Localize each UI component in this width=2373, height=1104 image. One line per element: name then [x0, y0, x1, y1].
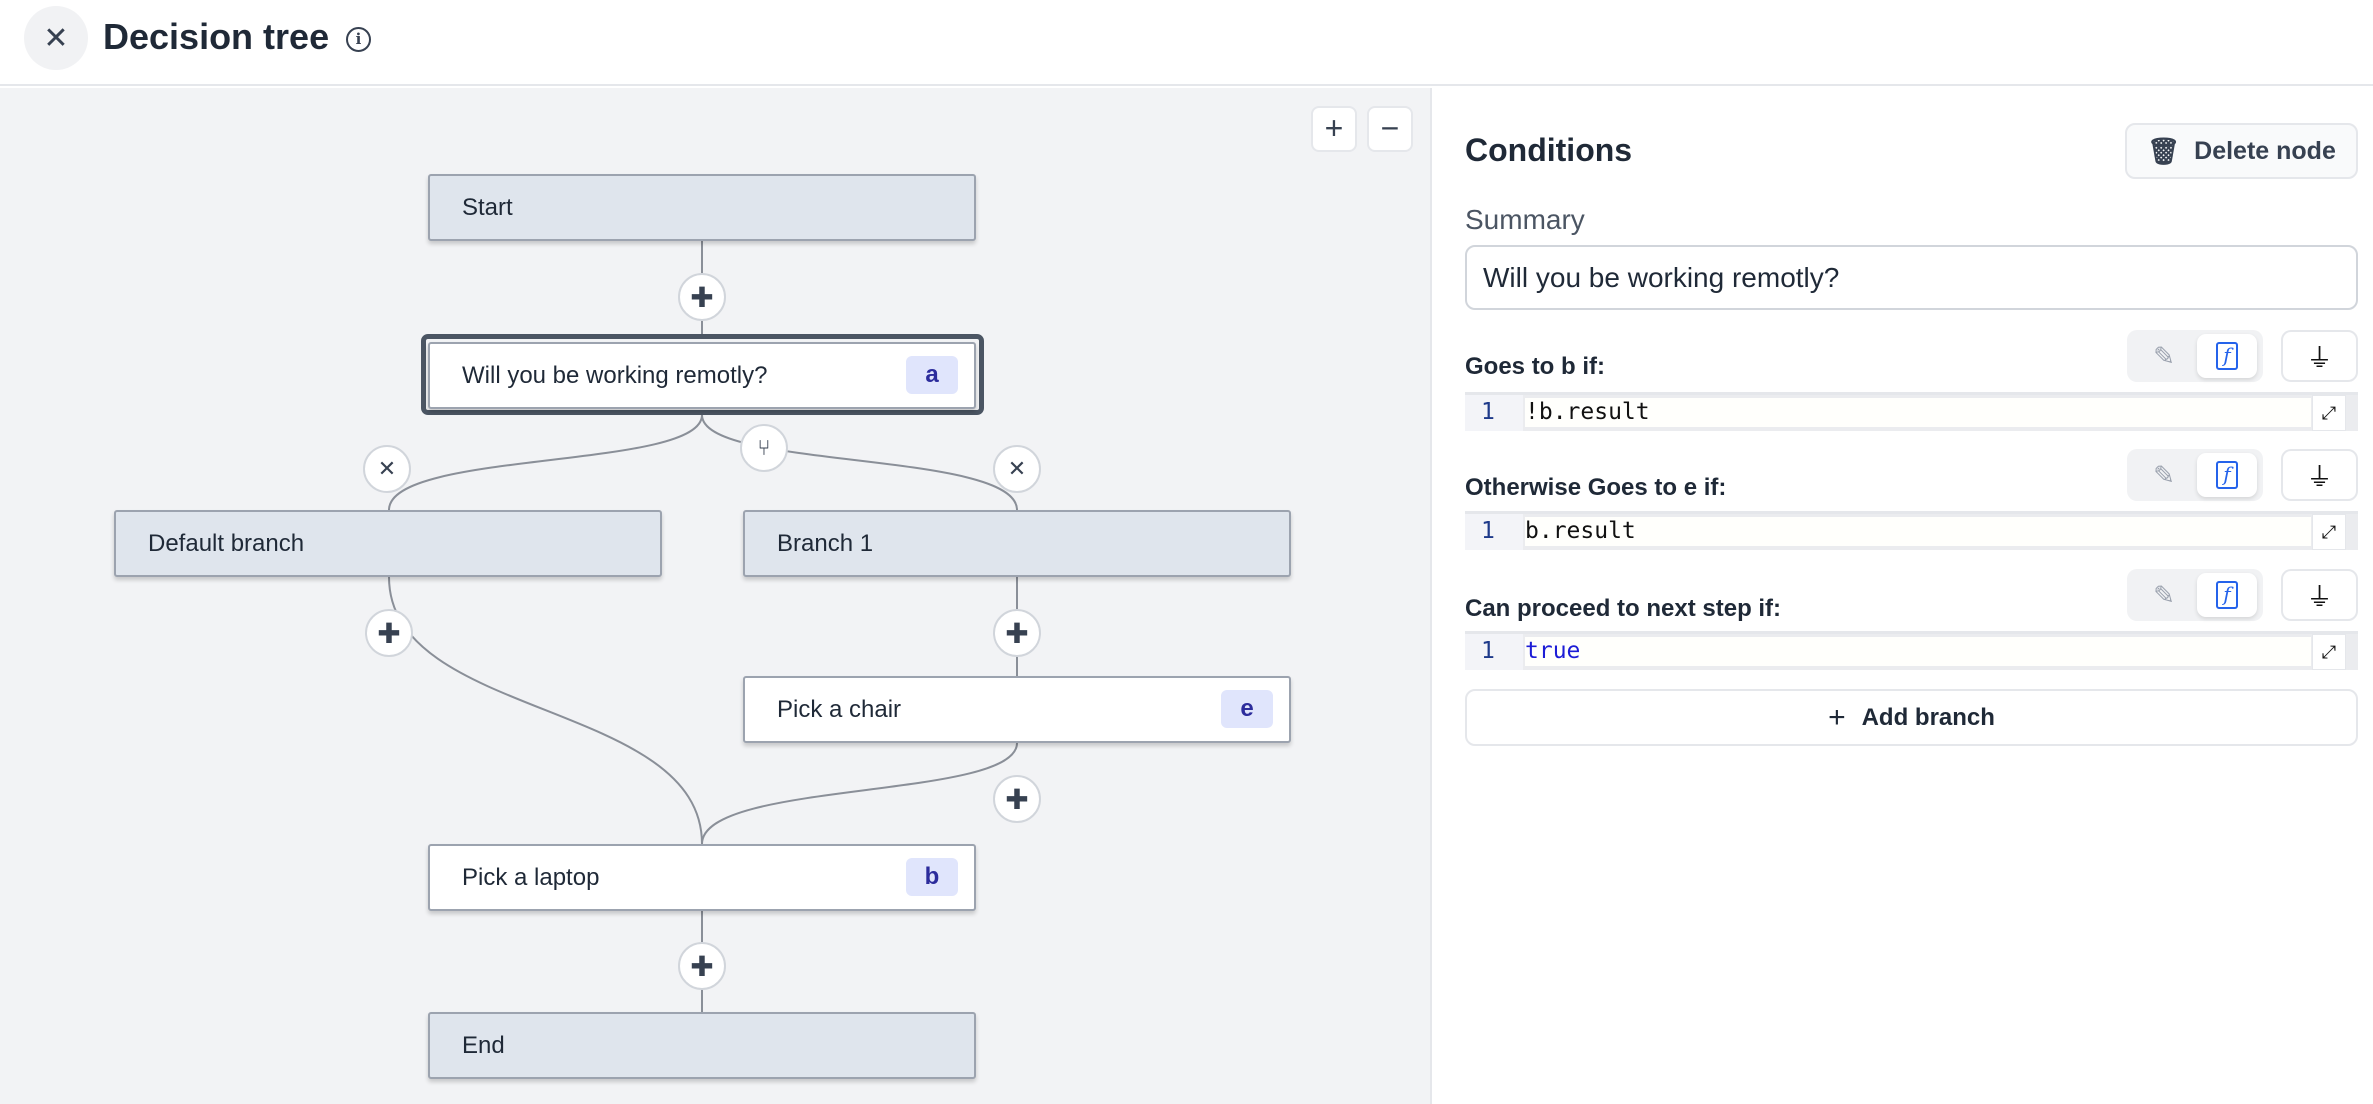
function-icon: f — [2216, 581, 2238, 609]
plus-icon: ✚ — [1005, 783, 1029, 815]
add-step-button[interactable]: ✚ — [678, 273, 726, 321]
close-icon: ✕ — [43, 21, 69, 55]
node-branch-1[interactable]: Branch 1 — [743, 510, 1291, 577]
mode-toggle: ✎f — [2127, 330, 2263, 382]
plus-icon: ✚ — [690, 950, 714, 982]
plug-icon: ⏚ — [2306, 342, 2333, 373]
node-badge: e — [1221, 690, 1273, 728]
selected-outline — [421, 334, 984, 415]
plus-icon: ✚ — [690, 281, 714, 313]
expand-icon[interactable]: ⤢ — [2312, 395, 2346, 431]
trash-icon: 🗑 — [2147, 135, 2181, 166]
node-b[interactable]: Pick a laptop b — [428, 844, 976, 911]
node-label: End — [462, 1031, 505, 1059]
code-text[interactable]: b.result — [1525, 517, 2311, 546]
mode-toggle: ✎f — [2127, 569, 2263, 621]
function-icon: f — [2216, 342, 2238, 370]
expand-icon[interactable]: ⤢ — [2312, 514, 2346, 550]
flow-canvas[interactable]: + − Start Will you be working remotly?a … — [0, 88, 1432, 1104]
plug-icon: ⏚ — [2306, 581, 2333, 612]
pencil-icon[interactable]: ✎ — [2153, 340, 2175, 371]
node-end[interactable]: End — [428, 1012, 976, 1079]
plus-icon: ✚ — [1005, 617, 1029, 649]
plug-button[interactable]: ⏚ — [2281, 569, 2358, 621]
remove-branch-button[interactable]: ✕ — [363, 445, 411, 493]
node-a[interactable]: Will you be working remotly? a — [428, 342, 976, 409]
condition-label: Goes to b if: — [1465, 353, 1605, 380]
plus-icon: + — [1828, 700, 1846, 734]
remove-branch-button[interactable]: ✕ — [993, 445, 1041, 493]
summary-label: Summary — [1465, 204, 1585, 235]
function-mode-button[interactable]: f — [2197, 334, 2257, 378]
code-text[interactable]: true — [1525, 637, 2311, 666]
node-label: Pick a laptop — [462, 863, 600, 891]
header: ✕ Decision tree i — [0, 0, 2373, 86]
close-button[interactable]: ✕ — [24, 6, 88, 70]
add-branch-label: Add branch — [1861, 703, 1995, 731]
panel-title: Conditions — [1465, 132, 1633, 168]
node-start[interactable]: Start — [428, 174, 976, 241]
node-label: Pick a chair — [777, 695, 902, 723]
node-badge: b — [906, 858, 958, 896]
node-e[interactable]: Pick a chair e — [743, 676, 1291, 743]
function-icon: f — [2216, 461, 2238, 489]
zoom-in-button[interactable]: + — [1311, 106, 1357, 152]
node-default-branch[interactable]: Default branch — [114, 510, 662, 577]
expand-icon[interactable]: ⤢ — [2312, 634, 2346, 670]
add-step-button[interactable]: ✚ — [678, 942, 726, 990]
close-icon: ✕ — [377, 456, 397, 481]
line-number: 1 — [1465, 634, 1523, 670]
node-label: Branch 1 — [777, 529, 874, 557]
add-branch-button[interactable]: + Add branch — [1465, 689, 2358, 746]
node-label: Will you be working remotly? — [462, 361, 768, 389]
delete-label: Delete node — [2194, 136, 2336, 165]
function-mode-button[interactable]: f — [2197, 573, 2257, 617]
add-step-button[interactable]: ✚ — [365, 609, 413, 657]
branch-icon: ⑂ — [757, 435, 771, 460]
add-step-button[interactable]: ✚ — [993, 609, 1041, 657]
function-mode-button[interactable]: f — [2197, 453, 2257, 497]
plug-icon: ⏚ — [2306, 461, 2333, 492]
delete-node-button[interactable]: 🗑 Delete node — [2125, 123, 2358, 179]
node-badge: a — [906, 356, 958, 394]
edge-default-b — [388, 576, 703, 845]
mode-toggle: ✎f — [2127, 449, 2263, 501]
zoom-out-button[interactable]: − — [1367, 106, 1413, 152]
page-title: Decision tree — [103, 16, 330, 57]
condition-label: Otherwise Goes to e if: — [1465, 474, 1727, 501]
edge-e-b — [701, 742, 1018, 845]
line-number: 1 — [1465, 514, 1523, 550]
pencil-icon[interactable]: ✎ — [2153, 459, 2175, 490]
pencil-icon[interactable]: ✎ — [2153, 579, 2175, 610]
plus-icon: ✚ — [377, 617, 401, 649]
conditions-panel: Conditions 🗑 Delete node Summary Goes to … — [1434, 88, 2373, 1104]
close-icon: ✕ — [1007, 456, 1027, 481]
edge-a-default — [388, 414, 703, 511]
edge-a-branch1 — [701, 414, 1018, 511]
plug-button[interactable]: ⏚ — [2281, 449, 2358, 501]
add-branch-node-button[interactable]: ⑂ — [740, 424, 788, 472]
plug-button[interactable]: ⏚ — [2281, 330, 2358, 382]
code-text[interactable]: !b.result — [1525, 398, 2311, 427]
node-label: Default branch — [148, 529, 305, 557]
summary-input[interactable] — [1465, 245, 2358, 310]
code-editor[interactable]: 1!b.result⤢ — [1465, 392, 2358, 431]
add-step-button[interactable]: ✚ — [993, 775, 1041, 823]
info-icon[interactable]: i — [346, 27, 371, 52]
condition-label: Can proceed to next step if: — [1465, 595, 1782, 622]
node-label: Start — [462, 193, 513, 221]
line-number: 1 — [1465, 395, 1523, 431]
